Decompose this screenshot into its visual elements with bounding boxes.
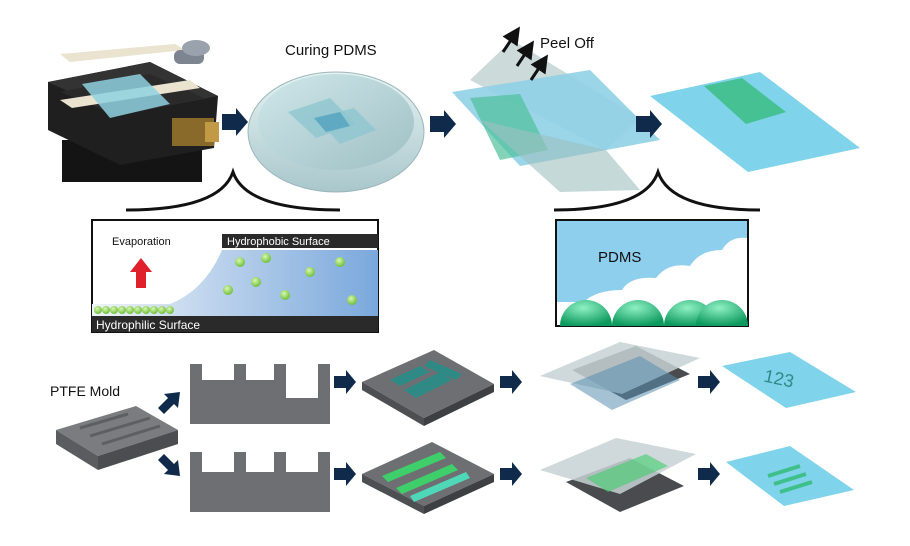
- arrow-row1-c: [698, 370, 720, 394]
- arrow-2: [430, 110, 456, 138]
- peel-off-label: Peel Off: [540, 35, 595, 52]
- filled-mold-top: [362, 350, 494, 426]
- mold-profile-top: [190, 364, 330, 424]
- pdms-strip-row2: [726, 446, 854, 506]
- filled-mold-bottom: [362, 442, 494, 514]
- curing-pdms-label: Curing PDMS: [285, 42, 377, 59]
- pdms-label: PDMS: [598, 249, 641, 266]
- arrow-1: [222, 108, 248, 136]
- pdms-inset: [555, 219, 749, 327]
- pdms-strip-top: [650, 72, 860, 172]
- peel-mold-top: [540, 342, 700, 410]
- arrow-3: [636, 110, 662, 138]
- evaporation-label: Evaporation: [112, 236, 171, 248]
- arrow-row1-b: [500, 370, 522, 394]
- peel-off-scene: [452, 26, 660, 192]
- arrow-row2-b: [500, 462, 522, 486]
- arrow-mold-down: [158, 454, 180, 476]
- hydrophobic-label: Hydrophobic Surface: [227, 236, 330, 248]
- brace-right: [553, 167, 761, 212]
- arrow-row1-a: [334, 370, 356, 394]
- peel-mold-bottom: [540, 438, 696, 512]
- arrow-row2-a: [334, 462, 356, 486]
- brace-left: [125, 167, 341, 212]
- curing-dish: [247, 71, 425, 193]
- hemisphere-array: [560, 300, 748, 326]
- mold-profile-bottom: [190, 452, 330, 512]
- clamp-apparatus: [48, 40, 219, 182]
- colloid-particles: [94, 253, 357, 314]
- arrow-row2-c: [698, 462, 720, 486]
- evaporation-inset: [91, 219, 379, 333]
- pdms-strip-row1: [722, 352, 856, 408]
- hydrophilic-label: Hydrophilic Surface: [96, 318, 200, 332]
- ptfe-mold-label: PTFE Mold: [50, 383, 120, 399]
- arrow-mold-up: [158, 392, 180, 414]
- evaporation-arrow-icon: [130, 258, 152, 288]
- ptfe-mold: [56, 406, 178, 470]
